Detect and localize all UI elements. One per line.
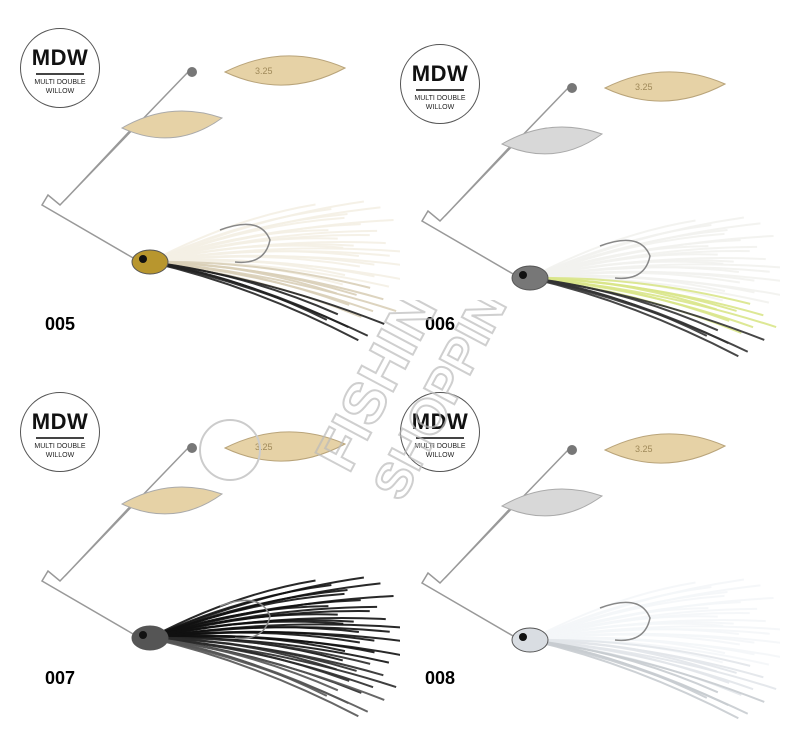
blade-marking: 3.25 <box>255 66 273 76</box>
skirt-strand <box>149 576 365 639</box>
skirt-strand <box>149 261 374 313</box>
skirt-strand <box>149 637 369 713</box>
skirt-strand <box>149 626 390 639</box>
jig-head <box>511 627 549 653</box>
jig-eye <box>519 633 527 641</box>
product-code: 005 <box>45 314 76 334</box>
jig-head <box>131 249 169 275</box>
skirt-strand <box>149 261 369 337</box>
skirt-strand <box>529 639 717 673</box>
skirt-strand <box>149 216 345 263</box>
hook <box>599 601 651 642</box>
willow-blade-large <box>603 71 727 102</box>
skirt-strand <box>529 277 717 311</box>
product-panel-006: MDW MULTI DOUBLE WILLOW 3.25 006 <box>380 0 780 376</box>
badge-divider <box>36 73 84 75</box>
skirt-strand <box>529 594 725 641</box>
willow-blade-small <box>120 486 224 515</box>
skirt-strand <box>529 639 754 691</box>
badge-subtitle: MULTI DOUBLE WILLOW <box>34 442 86 459</box>
skirt-strand <box>529 633 741 646</box>
swivel <box>567 445 577 455</box>
skirt-strand <box>529 232 725 279</box>
willow-blade-small <box>500 126 604 155</box>
badge-subtitle: MULTI DOUBLE WILLOW <box>34 78 86 95</box>
swivel <box>187 67 197 77</box>
skirt-strand <box>149 261 339 316</box>
jig-eye <box>139 631 147 639</box>
skirt-strand <box>529 277 754 329</box>
wire-arm <box>420 85 571 279</box>
skirt-strand <box>529 578 745 641</box>
product-panel-007: MDW MULTI DOUBLE WILLOW 3.25 007 <box>0 376 400 752</box>
wire-arm <box>420 447 571 641</box>
mdw-badge: MDW MULTI DOUBLE WILLOW <box>400 392 480 472</box>
skirt-strand <box>149 620 344 639</box>
badge-subtitle: MULTI DOUBLE WILLOW <box>414 442 466 459</box>
willow-blade-large <box>603 433 727 464</box>
skirt-strand <box>149 261 337 295</box>
skirt-strand <box>149 244 344 263</box>
mdw-badge: MDW MULTI DOUBLE WILLOW <box>400 44 480 124</box>
skirt-strand <box>529 277 719 332</box>
skirt-strand <box>529 622 724 641</box>
jig-eye <box>519 271 527 279</box>
badge-subtitle: MULTI DOUBLE WILLOW <box>414 94 466 111</box>
blade-marking: 3.25 <box>635 444 653 454</box>
badge-title: MDW <box>31 409 89 434</box>
skirt-strand <box>149 250 390 263</box>
jig-head <box>131 625 169 651</box>
jig-eye <box>139 255 147 263</box>
mdw-badge: MDW MULTI DOUBLE WILLOW <box>20 28 100 108</box>
skirt-strand <box>529 260 724 279</box>
skirt-strand <box>149 592 345 639</box>
product-panel-005: MDW MULTI DOUBLE WILLOW 3.25 005 <box>0 0 400 376</box>
badge-divider <box>416 89 464 91</box>
hook <box>599 239 651 280</box>
swivel <box>567 83 577 93</box>
willow-blade-large <box>223 431 347 462</box>
badge-divider <box>36 437 84 439</box>
wire-arm <box>40 69 191 263</box>
skirt-strand <box>149 631 361 644</box>
skirt-strand <box>149 200 365 263</box>
skirt-strand <box>149 255 361 268</box>
hook <box>219 599 271 640</box>
willow-blade-large <box>223 55 347 86</box>
product-code: 007 <box>45 668 76 688</box>
jig-head <box>511 265 549 291</box>
skirt-strand <box>529 628 770 641</box>
badge-title: MDW <box>411 409 469 434</box>
badge-title: MDW <box>31 45 89 70</box>
skirt-strand <box>529 216 745 279</box>
skirt-strand <box>149 637 337 671</box>
product-code: 006 <box>425 314 456 334</box>
spinnerbait-005: 3.25 <box>40 55 400 342</box>
wire-arm <box>40 445 191 639</box>
skirt-strand <box>149 637 374 689</box>
blade-marking: 3.25 <box>255 442 273 452</box>
hook <box>219 223 271 264</box>
willow-blade-small <box>120 110 224 139</box>
badge-title: MDW <box>411 61 469 86</box>
skirt-strand <box>529 277 749 353</box>
skirt-strand <box>149 637 339 692</box>
spinnerbait-007: 3.25 <box>40 431 400 718</box>
skirt-strand <box>529 639 749 715</box>
skirt-strand <box>529 271 741 284</box>
spinnerbait-006: 3.25 <box>420 71 780 358</box>
badge-divider <box>416 437 464 439</box>
blade-marking: 3.25 <box>635 82 653 92</box>
product-panel-008: MDW MULTI DOUBLE WILLOW 3.25 008 <box>380 376 780 752</box>
willow-blade-small <box>500 488 604 517</box>
mdw-badge: MDW MULTI DOUBLE WILLOW <box>20 392 100 472</box>
swivel <box>187 443 197 453</box>
spinnerbait-008: 3.25 <box>420 433 780 720</box>
skirt-strand <box>529 266 770 279</box>
skirt-strand <box>529 639 719 694</box>
product-code: 008 <box>425 668 456 688</box>
